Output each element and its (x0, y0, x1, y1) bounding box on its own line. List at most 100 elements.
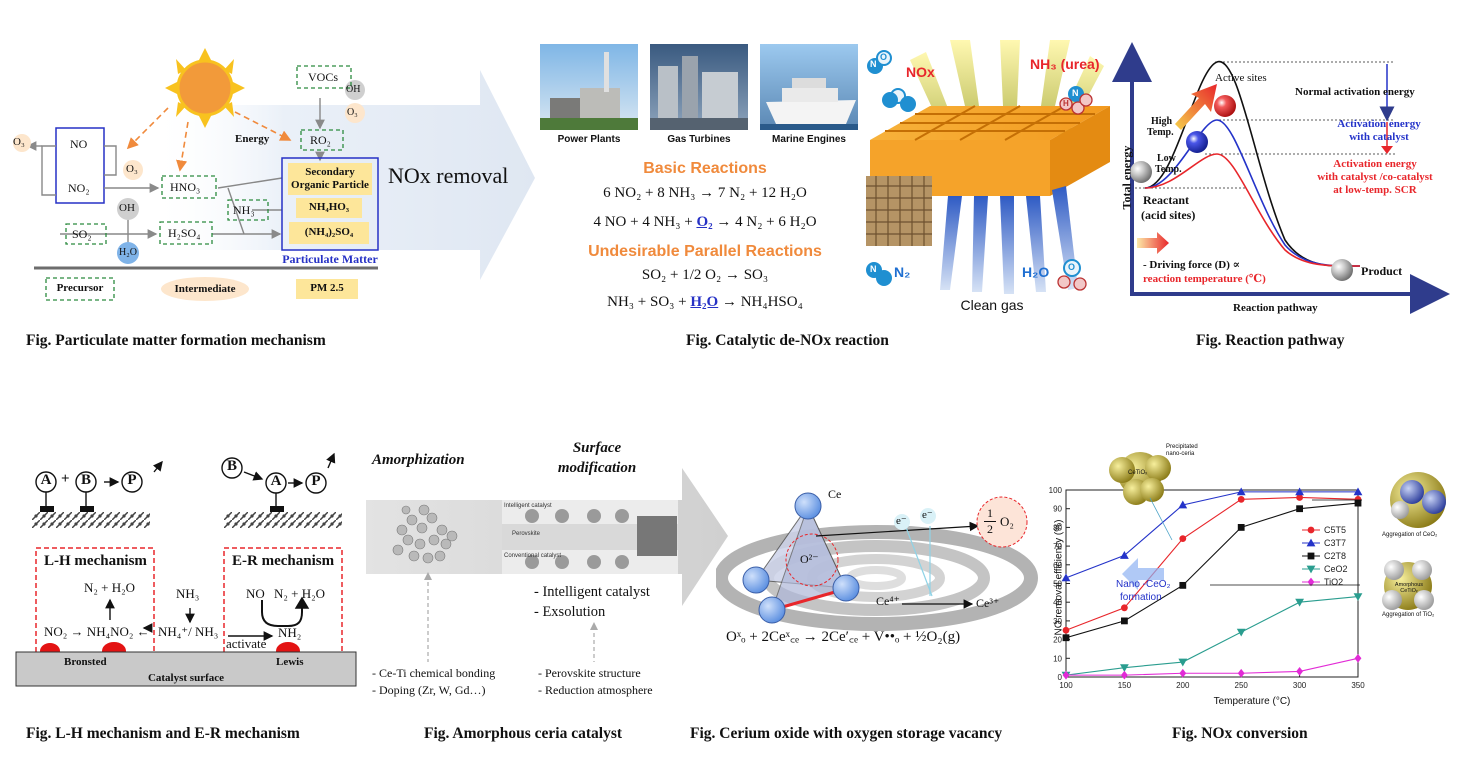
cerium-oxide-diagram (716, 492, 1038, 631)
soa-line2: Organic Particle (291, 179, 369, 191)
intelligent-catalyst-inset (502, 500, 678, 574)
sphere-label-r2-inner: Amorphous CeTiOₓ (1394, 582, 1424, 594)
equation-4-left: NH₃ + SO₃ + (607, 294, 691, 310)
data-point (1307, 526, 1315, 534)
driving-force-2: reaction temperature (℃) (1143, 273, 1266, 285)
product-label: Product (1361, 264, 1403, 278)
data-point (1296, 505, 1303, 513)
data-point (1353, 487, 1363, 496)
y-tick-label: 100 (1049, 486, 1063, 495)
panel-reaction-pathway: Active sites Normal activation energy Ac… (1105, 0, 1457, 330)
panel-pm-formation: O₃ NO NO₂ O₃ HNO₃ OH SO₂ H₂O H₂SO₄ NH₃ E… (0, 0, 540, 330)
nox-label: NOx (906, 64, 935, 80)
driving-force-arrow (1137, 232, 1169, 254)
er-a: A (270, 473, 282, 489)
nh3-urea-label: NH₃ (urea) (1030, 56, 1100, 72)
no2-label: NO₂ (68, 181, 90, 195)
data-point (1236, 628, 1246, 637)
y-tick-label: 90 (1053, 505, 1062, 514)
sphere-tio2-aggregation-icon (1382, 560, 1434, 610)
undesirable-title: Undesirable Parallel Reactions (588, 243, 822, 260)
data-point (1237, 668, 1245, 678)
with-catalyst-1: Activation energy (1337, 118, 1421, 130)
x-tick-label: 100 (1059, 681, 1073, 690)
nox-chart-ylabel: NO removal efficiency (%) (1053, 519, 1065, 636)
panel-amorphous-ceria: Amorphization Surface modification Intel… (362, 440, 732, 720)
x-tick-label: 250 (1235, 681, 1249, 690)
x-tick-label: 200 (1176, 681, 1190, 690)
sphere-label-1: CeTiOₓ (1128, 470, 1148, 476)
data-point (1295, 598, 1304, 607)
ro2-label: RO₂ (310, 133, 331, 147)
er-products: N₂ + H₂O (274, 586, 326, 601)
o3-left: O₃ (13, 136, 25, 148)
mol-n-3: N (870, 264, 877, 274)
sphere-ceo2-aggregation-icon (1390, 472, 1446, 528)
amorphization-label: Amorphization (372, 452, 465, 468)
panel-lh-er: A + B P B A P L-H mechanism E-R mechanis… (0, 440, 365, 695)
activate-label: activate (226, 636, 267, 651)
legend-label: C2T8 (1324, 551, 1346, 561)
lh-plus: + (61, 471, 70, 487)
h2o-out-label: H₂O (1022, 264, 1050, 280)
vocs-label: VOCs (308, 70, 339, 84)
y-tick-label: 10 (1053, 654, 1062, 663)
inset-label-0: Intelligent catalyst (504, 503, 552, 509)
series-line-C5T5 (1065, 496, 1359, 631)
sphere-label-r2: Aggregation of TiO₂ (1382, 612, 1435, 618)
no-label: NO (70, 137, 88, 151)
equation-3: SO₂ + 1/2 O₂ → SO₃ (641, 267, 769, 283)
x-tick-label: 150 (1118, 681, 1132, 690)
equation-4-h2o: H₂O (690, 294, 719, 310)
photo-marine-engines (760, 44, 858, 130)
reaction-pathway-xlabel: Reaction pathway (1233, 302, 1318, 314)
nh2-label: NH₂ (278, 625, 302, 640)
ce-label: Ce (828, 487, 842, 501)
photo-gas-turbines (650, 44, 748, 130)
nh4ho3-label: NH₄HO₃ (308, 201, 350, 213)
equation-2-right: → 4 N₂ + 6 H₂O (712, 214, 817, 230)
data-point (1121, 604, 1128, 612)
photo-power-plants (540, 44, 638, 130)
o3-mid: O₃ (126, 163, 138, 175)
reactant-2: (acid sites) (1141, 208, 1196, 222)
surface-label: Catalyst surface (147, 672, 225, 684)
half-o2: O₂ (1000, 514, 1014, 529)
data-point (1062, 670, 1070, 680)
equation-2: 4 NO + 4 NH₃ + O₂ → 4 N₂ + 6 H₂O (550, 214, 860, 231)
series-line-CeO2 (1065, 596, 1359, 676)
nh4-label: NH₄⁺/ NH₃ (158, 624, 219, 639)
data-point (1295, 487, 1304, 496)
data-point (1236, 487, 1246, 496)
o3-top-label: O₃ (347, 107, 358, 118)
nox-removal-label: NOx removal (388, 163, 509, 188)
total-energy-ylabel: Total energy (1119, 145, 1134, 210)
energy-label: Energy (235, 133, 270, 145)
nano-ceo2-arrow (1122, 558, 1164, 590)
so2-label: SO₂ (72, 227, 92, 241)
y-tick-label: 30 (1053, 617, 1062, 626)
reactant-1: Reactant (1143, 193, 1189, 207)
caption-amorphous: Fig. Amorphous ceria catalyst (424, 725, 623, 742)
data-point (1307, 577, 1315, 587)
nano-ceo2-2: formation (1120, 592, 1162, 603)
y-tick-label: 20 (1053, 636, 1062, 645)
panel-cerium-oxide: Ce O²⁻ e⁻ e⁻ 1 2 O₂ Ce⁴⁺ Ce³⁺ Oˣₒ + 2Ceˣ… (716, 470, 1046, 670)
basic-reactions-title: Basic Reactions (643, 160, 767, 177)
electron-2: e⁻ (922, 509, 933, 521)
er-p: P (311, 473, 321, 489)
vacancy-equation: Oˣₒ + 2Ceˣ꜀ₑ → 2Ce′꜀ₑ + V••ₒ + ½O₂(g) (726, 629, 961, 645)
half-denominator: 2 (987, 522, 993, 536)
high-temp-arrow (1175, 84, 1217, 130)
series-line-C3T7 (1065, 491, 1358, 579)
mol-n-1: N (870, 59, 877, 69)
high-temp-2: Temp. (1147, 127, 1174, 138)
co-catalyst-3: at low-temp. SCR (1333, 184, 1417, 196)
mol-h-1: H (1063, 99, 1069, 108)
data-point (1062, 634, 1070, 642)
high-temp-1: High (1151, 116, 1173, 127)
clean-gas-label: Clean gas (960, 297, 1024, 313)
data-point (1353, 593, 1363, 601)
inset-label-2: Conventional catalyst (504, 553, 562, 559)
y-tick-label: 70 (1053, 542, 1062, 551)
